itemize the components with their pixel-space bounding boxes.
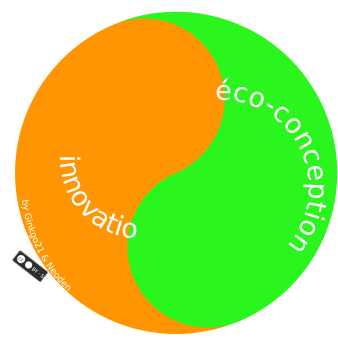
cc-icon bbox=[16, 254, 27, 265]
svg-text:cc: cc bbox=[17, 256, 25, 264]
orange-dot bbox=[148, 54, 204, 110]
by-icon bbox=[25, 261, 33, 269]
green-dot bbox=[148, 218, 204, 274]
